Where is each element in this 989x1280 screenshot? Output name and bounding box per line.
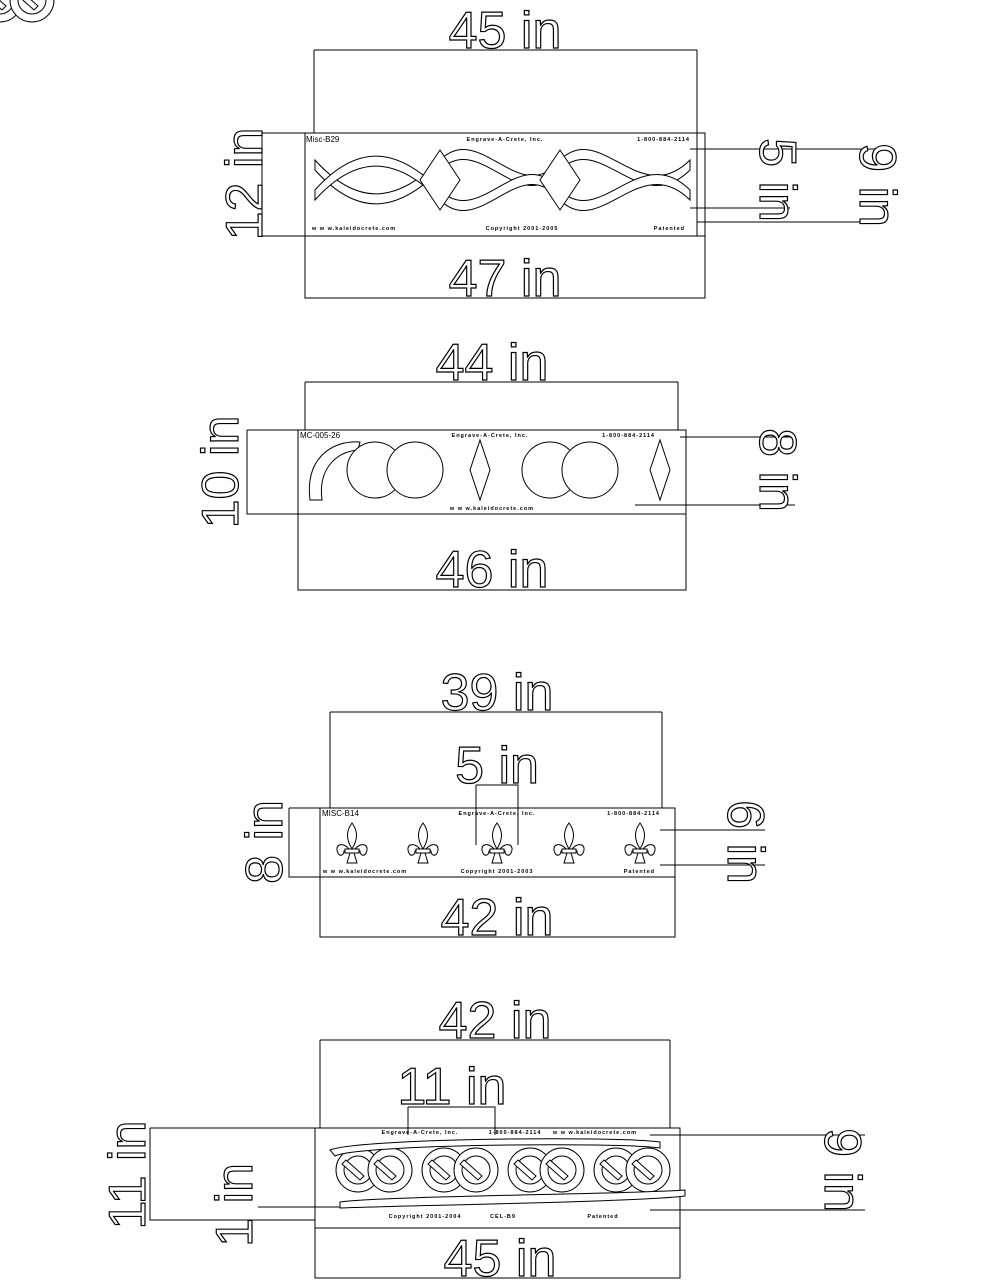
dim-left: 8 in — [236, 800, 294, 884]
celtic-knot-pattern — [0, 0, 686, 1209]
dim-top: 42 in — [439, 992, 552, 1050]
dim-line-bottom — [304, 236, 706, 299]
dim-lines-right — [660, 829, 765, 866]
company-name: Engrave-A-Crete, Inc. — [452, 433, 529, 439]
company-name: Engrave-A-Crete, Inc. — [382, 1130, 459, 1136]
dim-box-left — [149, 1127, 315, 1221]
stencil-outline — [314, 1127, 681, 1229]
dim-line-bottom — [314, 1228, 681, 1279]
copyright: Copyright 2001-2005 — [486, 226, 559, 232]
phone: 1-800-884-2114 — [489, 1130, 542, 1136]
dim-right-inner: 5 in — [748, 138, 806, 222]
dim-lines-right — [635, 436, 795, 506]
dim-line-top — [319, 1039, 671, 1128]
dim-box-inner — [475, 784, 519, 845]
dim-lines-right — [650, 1134, 865, 1211]
website: w w w.kaleidocrete.com — [449, 506, 534, 512]
dim-box-left — [246, 429, 298, 515]
dim-box-left — [288, 807, 320, 878]
scroll-leaf-pattern — [308, 438, 671, 502]
stencil-cel-b9: 42 in 11 in 45 in 11 in 1 in 9 in Engrav… — [0, 0, 872, 1280]
copyright: Copyright 2001-2004 — [389, 1214, 462, 1220]
dim-right: 8 in — [748, 428, 806, 512]
website: w w w.kaleidocrete.com — [322, 869, 407, 875]
thorn-vine-pattern — [314, 148, 691, 212]
stencil-outline — [319, 807, 676, 878]
dim-line-top — [329, 711, 663, 808]
dim-line-bottom — [319, 877, 676, 938]
dim-bottom: 42 in — [441, 889, 554, 947]
dim-lines-right — [690, 148, 880, 223]
dim-bottom: 46 in — [436, 541, 549, 599]
dim-bottom: 47 in — [449, 250, 562, 308]
stencil-outline — [297, 429, 687, 515]
dim-bottom: 45 in — [444, 1230, 557, 1280]
company-name: Engrave-A-Crete, Inc. — [459, 811, 536, 817]
stencil-code: Misc-B29 — [306, 135, 340, 144]
stencil-mc-005-26: 44 in 46 in 10 in 8 in MC-005-26 Engrave… — [191, 333, 806, 599]
patent: Patented — [587, 1214, 618, 1220]
dim-left-inner: 1 in — [206, 1163, 264, 1247]
phone: 1-800-884-2114 — [607, 811, 660, 817]
stencil-misc-b14: 39 in 5 in 42 in 8 in 6 in MISC-B14 Engr… — [0, 0, 775, 948]
stencil-misc-b29: 45 in 47 in 12 in 5 in 9 in Misc-B29 Eng… — [215, 1, 906, 308]
dim-line-bottom — [297, 514, 687, 591]
dim-left: 10 in — [192, 416, 250, 529]
website: w w w.kaleidocrete.com — [552, 1130, 637, 1136]
dim-right: 9 in — [813, 1128, 871, 1212]
dim-line-top — [313, 49, 698, 133]
phone: 1-800-884-2114 — [637, 137, 690, 143]
stencil-code: CEL-B9 — [490, 1214, 516, 1220]
dim-top: 44 in — [436, 334, 549, 392]
dim-line-top — [304, 381, 679, 430]
dim-box-inner — [407, 1106, 496, 1135]
dim-right-outer: 9 in — [848, 143, 906, 227]
dim-left: 12 in — [216, 128, 274, 241]
dim-top: 39 in — [441, 664, 554, 722]
company-name: Engrave-A-Crete, Inc. — [467, 137, 544, 143]
stencil-code: MC-005-26 — [300, 431, 341, 440]
stencil-code: MISC-B14 — [322, 809, 359, 818]
dim-inner-top: 5 in — [455, 737, 539, 795]
phone: 1-800-884-2114 — [602, 433, 655, 439]
patent: Patented — [654, 226, 685, 232]
dim-top: 45 in — [449, 2, 562, 60]
copyright: Copyright 2001-2003 — [461, 869, 534, 875]
dim-right: 6 in — [716, 800, 774, 884]
website: w w w.kaleidocrete.com — [311, 226, 396, 232]
patent: Patented — [624, 869, 655, 875]
dim-left-outer: 11 in — [99, 1121, 157, 1230]
